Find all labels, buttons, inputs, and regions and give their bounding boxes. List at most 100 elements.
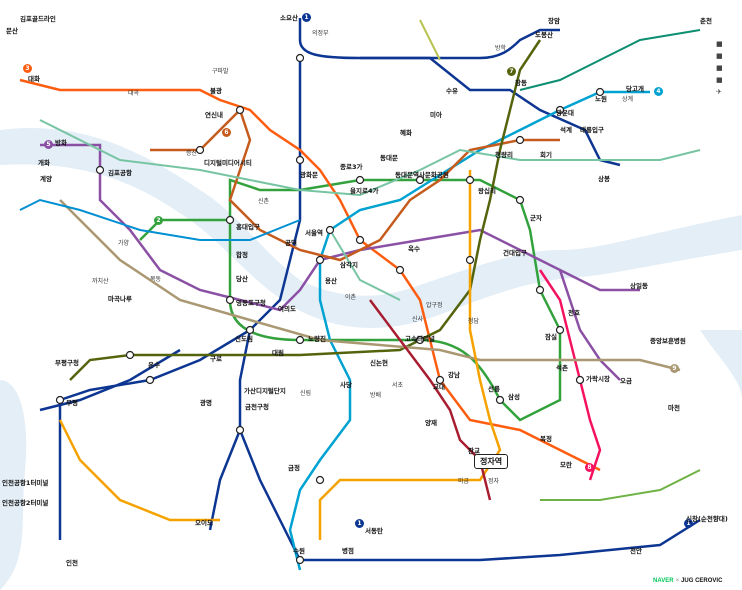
station-incheon[interactable]: 인천 — [66, 559, 78, 567]
station-cheongnyangni[interactable]: 청량리 — [495, 151, 513, 159]
station-jeongja[interactable]: 정자 — [488, 478, 500, 485]
station-banghak[interactable]: 방학 — [495, 45, 507, 52]
station-express-terminal[interactable]: 고속터미널 — [405, 335, 435, 343]
station-soyosan[interactable]: 소요산 — [280, 14, 298, 22]
station-sanggye[interactable]: 상계 — [622, 96, 634, 103]
station-daegok[interactable]: 대곡 — [128, 90, 140, 97]
station-taereung[interactable]: 태릉입구 — [580, 126, 604, 134]
station-gwanghwamun[interactable]: 광화문 — [300, 171, 318, 179]
station-euljiro4ga[interactable]: 을지로4가 — [350, 187, 379, 195]
station-sinchang[interactable]: 신창(순천향대) — [686, 515, 728, 523]
station-gaehwa[interactable]: 개화 — [38, 159, 50, 167]
station-daerim[interactable]: 대림 — [272, 349, 284, 357]
station-gangnam[interactable]: 강남 — [448, 371, 460, 379]
station-danggogae[interactable]: 당고개 — [626, 85, 644, 93]
station-gyodae[interactable]: 교대 — [433, 383, 445, 391]
station-daehwa[interactable]: 대화 — [28, 75, 40, 83]
station-seolleung[interactable]: 선릉 — [488, 385, 500, 393]
station-dongdaemun-hist[interactable]: 동대문역사문화공원 — [395, 171, 449, 179]
station-apgujeong[interactable]: 압구정 — [426, 302, 443, 309]
station-kkachisan[interactable]: 까치산 — [92, 278, 109, 285]
station-sinnonhyeon[interactable]: 신논현 — [370, 359, 388, 367]
station-seocho[interactable]: 서초 — [392, 382, 404, 389]
station-jangam[interactable]: 장암 — [548, 17, 560, 25]
station-seokgye[interactable]: 석계 — [560, 126, 572, 134]
station-jongno3ga[interactable]: 종로3가 — [340, 163, 363, 171]
station-gasan[interactable]: 가산디지털단지 — [244, 387, 286, 395]
station-mia[interactable]: 미아 — [430, 111, 442, 119]
station-dobongsan[interactable]: 도봉산 — [535, 31, 553, 39]
station-digital-media[interactable]: 디지털미디어시티 — [204, 159, 252, 167]
station-sangil[interactable]: 상일동 — [630, 282, 648, 290]
station-samgakji[interactable]: 삼각지 — [340, 261, 358, 269]
station-geumjeong[interactable]: 금정 — [288, 464, 300, 472]
station-geumcheon[interactable]: 금천구청 — [245, 403, 269, 411]
station-seokchon[interactable]: 석촌 — [556, 364, 568, 372]
station-bupyeong[interactable]: 부평 — [66, 399, 78, 407]
station-bokjeong[interactable]: 복정 — [540, 435, 552, 443]
station-guro[interactable]: 구로 — [210, 355, 222, 363]
station-seodongtan[interactable]: 서동탄 — [365, 527, 383, 535]
station-gunja[interactable]: 군자 — [530, 214, 542, 222]
station-moran[interactable]: 모란 — [560, 461, 572, 469]
station-cheonan[interactable]: 천안 — [630, 547, 642, 555]
station-gayang[interactable]: 가양 — [118, 240, 130, 247]
station-ichon[interactable]: 이촌 — [345, 294, 357, 301]
station-suyu[interactable]: 수유 — [446, 87, 458, 95]
station-yeongdeungpo[interactable]: 영등포구청 — [236, 299, 266, 307]
station-cheonho[interactable]: 천호 — [568, 309, 580, 317]
station-banghwa[interactable]: 방화 — [55, 139, 67, 147]
station-nowon[interactable]: 노원 — [595, 95, 607, 103]
station-jeungsan[interactable]: 증산 — [186, 150, 198, 157]
station-yangjae[interactable]: 양재 — [425, 419, 437, 427]
station-bupyeong-gu[interactable]: 부평구청 — [55, 359, 79, 367]
station-sillim[interactable]: 신림 — [300, 390, 312, 397]
current-station-marker[interactable]: 정자역 — [474, 454, 509, 469]
station-hyehwa[interactable]: 혜화 — [400, 129, 412, 137]
station-magongnaru[interactable]: 마곡나루 — [108, 295, 132, 303]
station-gwangun[interactable]: 광운대 — [556, 109, 574, 117]
station-ogeum[interactable]: 오금 — [620, 377, 632, 385]
station-gimpo-goldline[interactable]: 김포골드라인 — [20, 15, 56, 23]
station-suwon[interactable]: 수원 — [293, 547, 305, 555]
station-sangbong[interactable]: 상봉 — [598, 175, 610, 183]
station-hoegi[interactable]: 회기 — [540, 151, 552, 159]
station-hapjeong[interactable]: 합정 — [236, 251, 248, 259]
station-byeongjeom[interactable]: 병점 — [342, 547, 354, 555]
station-garak[interactable]: 가락시장 — [586, 375, 610, 383]
station-jungangbohun[interactable]: 중앙보훈병원 — [650, 337, 686, 345]
station-oksu[interactable]: 옥수 — [408, 245, 420, 253]
station-macheon[interactable]: 마천 — [668, 404, 680, 412]
station-wangsimni[interactable]: 왕십리 — [478, 187, 496, 195]
station-gwangmyeong[interactable]: 광명 — [200, 399, 212, 407]
station-bulgwang[interactable]: 불광 — [210, 87, 222, 95]
station-pangyo[interactable]: 판교 — [468, 447, 480, 455]
station-dangsan[interactable]: 당산 — [236, 275, 248, 283]
station-sindorim[interactable]: 신도림 — [235, 335, 253, 343]
station-sinsa[interactable]: 신사 — [412, 316, 424, 323]
station-seoul[interactable]: 서울역 — [305, 229, 323, 237]
station-yeouido[interactable]: 여의도 — [278, 305, 296, 313]
station-chuncheon[interactable]: 춘천 — [700, 17, 712, 25]
station-bangbae[interactable]: 방배 — [370, 392, 382, 399]
station-munsan[interactable]: 문산 — [6, 27, 18, 35]
station-oido[interactable]: 오이도 — [195, 519, 213, 527]
station-samseong[interactable]: 삼성 — [508, 393, 520, 401]
station-cheongdam[interactable]: 청담 — [468, 318, 480, 325]
station-gimpo-airport[interactable]: 김포공항 — [108, 169, 132, 177]
station-sadang[interactable]: 사당 — [340, 381, 352, 389]
station-sinchon[interactable]: 신촌 — [258, 198, 270, 205]
station-yeonsinnae[interactable]: 연신내 — [205, 111, 223, 119]
station-dongdaemun[interactable]: 동대문 — [380, 154, 398, 162]
station-noryangjin[interactable]: 노량진 — [308, 335, 326, 343]
station-gupabal[interactable]: 구파발 — [212, 68, 229, 75]
station-uijeongbu[interactable]: 의정부 — [312, 30, 329, 37]
station-hongdae[interactable]: 홍대입구 — [236, 223, 260, 231]
station-gyeyang[interactable]: 계양 — [40, 175, 52, 183]
station-onsu[interactable]: 온수 — [148, 361, 160, 369]
station-konkuk[interactable]: 건대입구 — [503, 249, 527, 257]
station-jamsil[interactable]: 잠실 — [545, 333, 557, 341]
station-changdong[interactable]: 창동 — [515, 79, 527, 87]
station-yongsan[interactable]: 용산 — [325, 277, 337, 285]
station-incheon-airport[interactable]: 인천공항1터미널 — [2, 479, 49, 487]
